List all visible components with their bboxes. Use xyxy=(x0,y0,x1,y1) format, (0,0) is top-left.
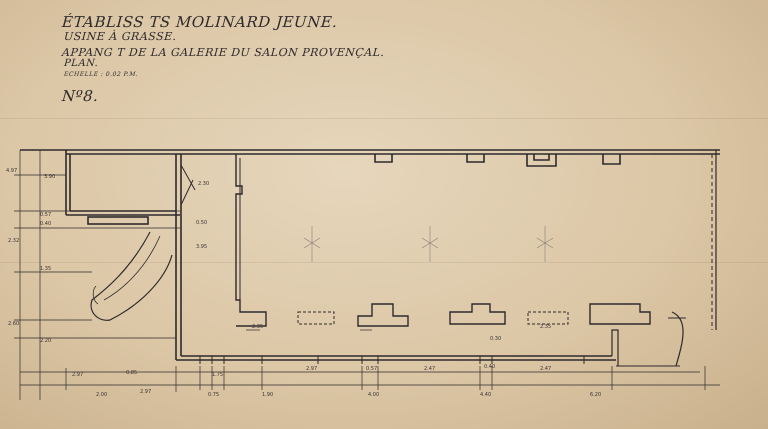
cross-mark xyxy=(536,226,554,262)
dim-label: 2.47 xyxy=(540,366,551,372)
niche xyxy=(466,154,485,163)
dim-label: 0.40 xyxy=(484,364,495,370)
niche xyxy=(526,154,557,167)
display-case xyxy=(297,311,335,325)
dim-label: 4.97 xyxy=(6,168,17,174)
walls xyxy=(20,149,720,367)
dim-label: 0.30 xyxy=(490,336,501,342)
dim-label: 2.97 xyxy=(72,372,83,378)
dim-label: 0.50 xyxy=(196,220,207,226)
niche xyxy=(374,154,393,163)
dim-label: 0.57 xyxy=(366,366,377,372)
dim-label: 3.90 xyxy=(44,174,55,180)
dim-label: 1.35 xyxy=(40,266,51,272)
paper-fold xyxy=(0,262,768,263)
display-pillar xyxy=(449,303,506,325)
dim-label: 2.47 xyxy=(424,366,435,372)
dim-label: 4.40 xyxy=(480,392,491,398)
dim-bottom-ticks xyxy=(65,366,706,392)
display-pillar xyxy=(589,303,651,325)
wall-bottom-return xyxy=(611,329,619,366)
dim-label: 2.97 xyxy=(140,389,151,395)
dim-left-ticks xyxy=(14,174,180,339)
dim-label: 0.57 xyxy=(40,212,51,218)
window-ticks xyxy=(199,356,585,364)
dim-label: 2.30 xyxy=(198,181,209,187)
paper-fold xyxy=(0,118,768,119)
dim-label: 4.00 xyxy=(368,392,379,398)
ceiling-marks xyxy=(303,226,554,262)
door-leaf xyxy=(180,164,196,191)
dim-label: 1.90 xyxy=(262,392,273,398)
stair-curve xyxy=(90,231,173,321)
curved-bay xyxy=(671,311,684,367)
cross-mark xyxy=(303,226,321,262)
cross-mark xyxy=(421,226,439,262)
dim-label: 0.40 xyxy=(40,221,51,227)
dimension-lines xyxy=(14,150,720,400)
display-case xyxy=(527,311,569,325)
dim-label: 3.95 xyxy=(196,244,207,250)
dim-label: 2.35 xyxy=(540,324,551,330)
dim-label: 0.75 xyxy=(208,392,219,398)
door-leaf xyxy=(180,179,194,206)
dim-label: 0.85 xyxy=(126,370,137,376)
dim-label: 2.97 xyxy=(306,366,317,372)
bench xyxy=(87,216,149,225)
stair-volute xyxy=(92,285,99,305)
dimension-labels: 4.97 3.90 2.30 0.50 0.57 2.32 3.95 0.40 … xyxy=(6,168,601,398)
dim-label: 6.20 xyxy=(590,392,601,398)
dim-label: 2.20 xyxy=(40,338,51,344)
stair-curve-inner xyxy=(103,235,161,301)
niche xyxy=(602,154,621,165)
dim-label: 2.00 xyxy=(96,392,107,398)
dim-label: 2.60 xyxy=(8,321,19,327)
display-pillar xyxy=(357,303,409,327)
niche-inner xyxy=(533,154,550,161)
dim-label: 2.32 xyxy=(8,238,19,244)
dim-label: 2.35 xyxy=(252,324,263,330)
dim-label: 1.75 xyxy=(212,372,223,378)
